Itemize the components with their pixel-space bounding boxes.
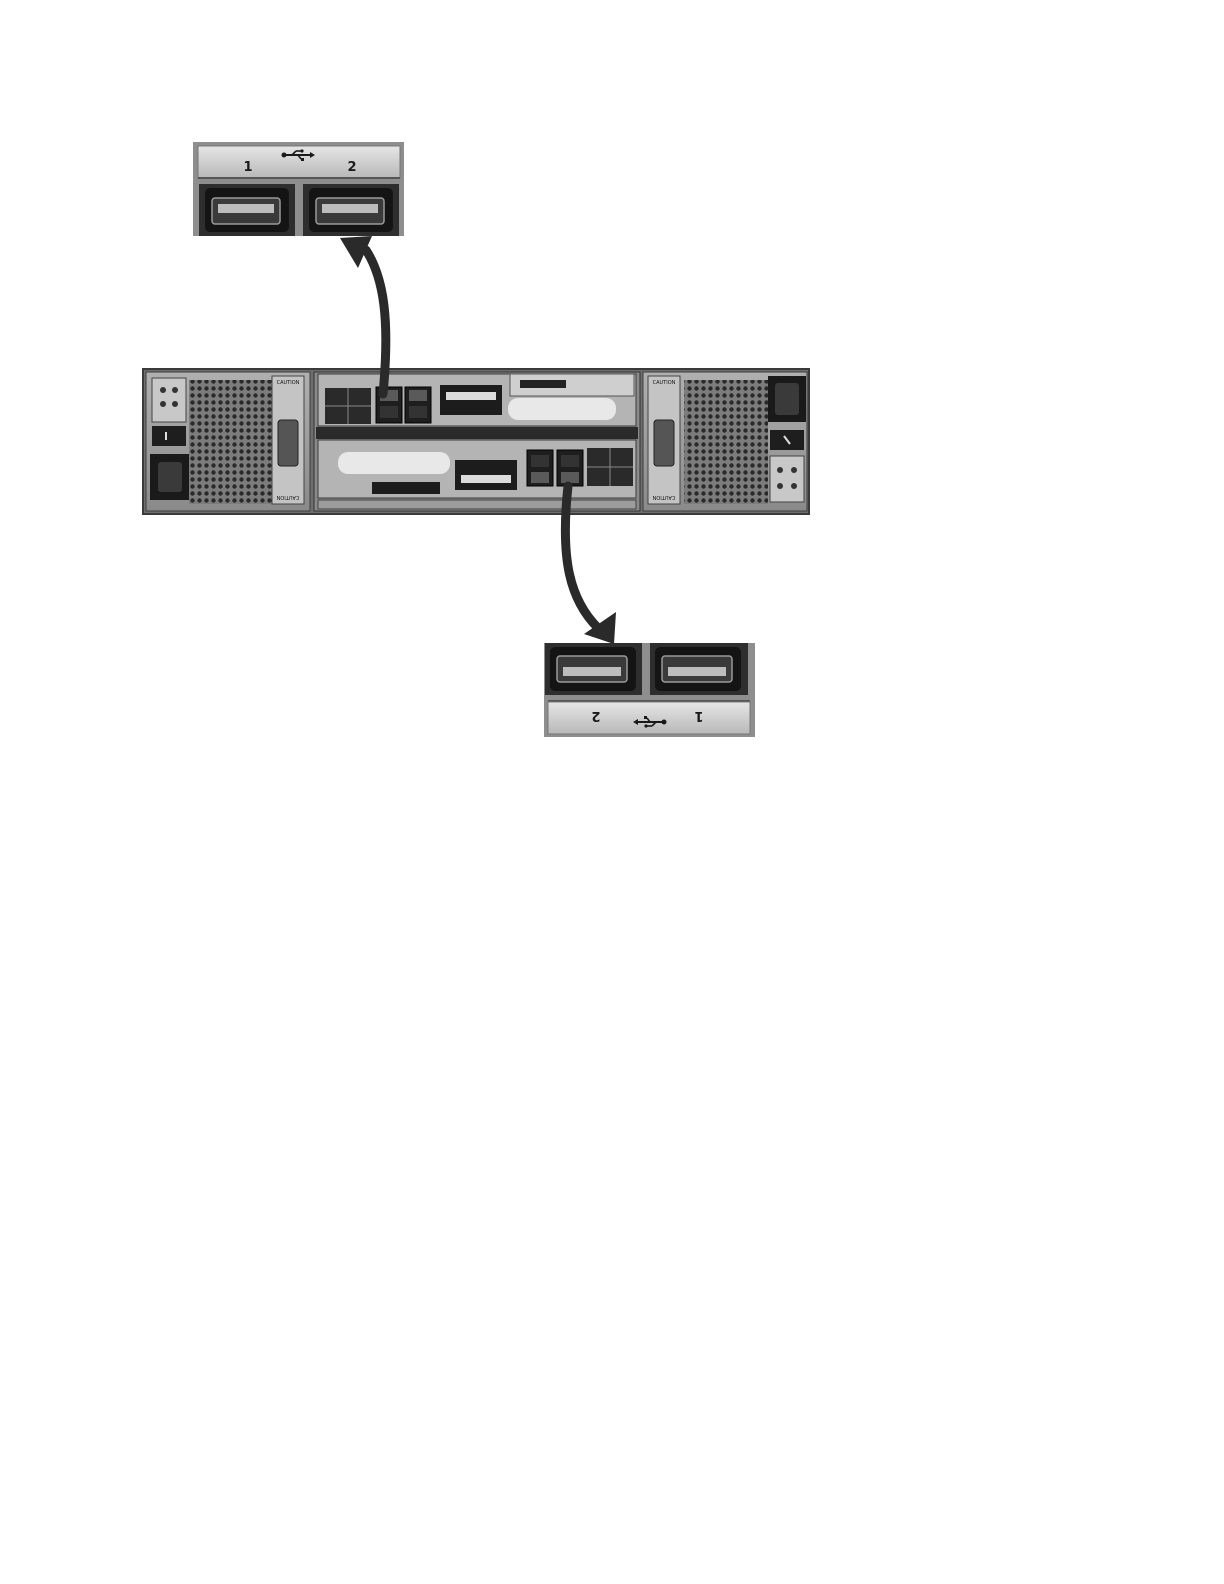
callout-bottom-label-strip [548,702,750,734]
usb-port-2 [303,184,399,236]
svg-text:CAUTION: CAUTION [653,380,676,386]
usb-port-label-1: 1 [243,160,252,175]
usb-port-label-2: 2 [347,160,356,175]
controller-bay [314,372,640,511]
controller-divider [316,427,638,439]
blank-label-lower [338,452,450,474]
storage-chassis-rear: CAUTION CAUTION [143,369,809,514]
usb-callout-bottom: 2 1 [544,643,755,737]
svg-text:CAUTION: CAUTION [277,380,300,386]
usb-port-label-1-bottom: 1 [694,708,703,723]
fan-grille-right [684,380,768,504]
svg-text:CAUTION: CAUTION [276,494,299,500]
power-switch-left [152,426,186,446]
status-led-panel-left [152,378,186,422]
controller-module-upper [318,374,636,426]
controller-module-lower [318,440,636,498]
usb-port-label-2-bottom: 2 [591,708,600,723]
usb-port-1 [199,184,295,236]
usb-port-2-bottom [545,643,642,695]
usb-port-1-bottom [650,643,748,695]
power-supply-left: CAUTION CAUTION [146,372,310,511]
status-led-panel-right [770,456,804,502]
usb-callout-top: 1 2 [193,142,404,236]
psu-handle-left [278,420,298,466]
psu-handle-right [654,420,674,466]
fan-grille-left [189,380,273,504]
power-supply-right: CAUTION CAUTION [643,372,807,511]
blank-label-upper [508,398,616,420]
controller-label-lower [372,482,440,494]
svg-text:CAUTION: CAUTION [652,494,675,500]
